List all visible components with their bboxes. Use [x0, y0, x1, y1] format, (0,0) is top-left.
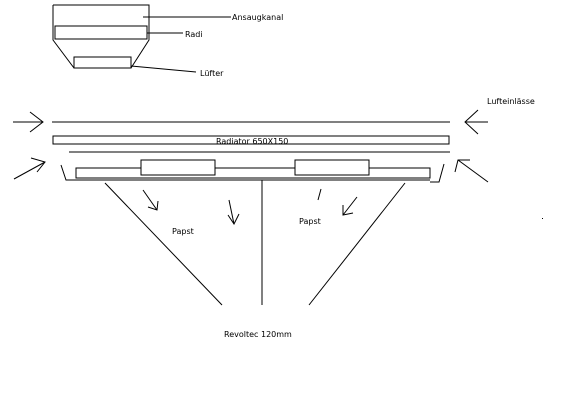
cone-line-left	[104, 182, 223, 306]
small-sketch: Ansaugkanal Radi Lüfter	[52, 4, 283, 78]
airflow-arrow-right-1	[342, 196, 358, 216]
air-inlet-arrow-left-top	[13, 111, 44, 133]
radiator-bar	[52, 135, 450, 145]
luefter-label: Lüfter	[200, 69, 224, 78]
air-inlet-arrow-left-bottom	[13, 157, 46, 180]
airflow-arrow-left-1	[142, 189, 159, 211]
cone-line-right	[308, 182, 406, 306]
papst-left-label: Papst	[172, 227, 194, 236]
air-inlet-arrow-right-top	[464, 109, 488, 135]
luefter-leader	[130, 65, 197, 73]
air-inlet-arrow-right-bottom	[454, 159, 489, 183]
papst-fan-right	[294, 159, 370, 176]
papst-fan-left	[140, 159, 216, 176]
ansaugkanal-label: Ansaugkanal	[232, 13, 283, 22]
papst-right-label: Papst	[299, 217, 321, 226]
radi-label: Radi	[185, 30, 203, 39]
luefter-box	[73, 56, 132, 69]
fan-tray	[75, 167, 431, 179]
tray-wall-left	[60, 164, 76, 181]
lufteinlaesse-label: Lufteinlässe	[487, 97, 535, 106]
revoltec-label: Revoltec 120mm	[224, 330, 292, 339]
radiator-label: Radiator 650X150	[216, 137, 288, 146]
radi-box	[54, 25, 148, 40]
airflow-arrow-right-2	[317, 188, 322, 201]
main-diagram: Radiator 650X150 Lufteinlässe	[13, 97, 543, 339]
airflow-arrow-left-2	[227, 199, 240, 225]
tray-wall-right	[430, 163, 445, 183]
stray-dot	[542, 218, 543, 219]
